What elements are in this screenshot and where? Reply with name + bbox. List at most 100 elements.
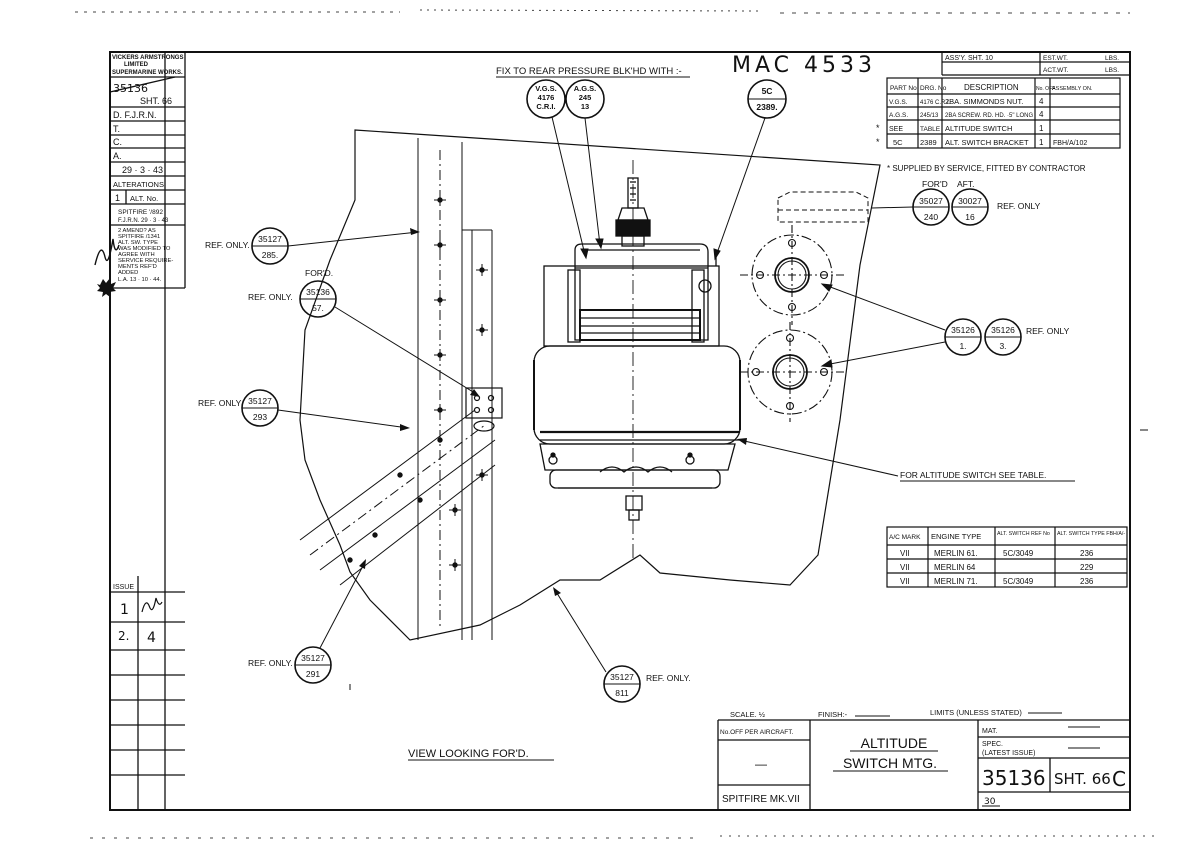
company-line-2: LIMITED [124,62,149,68]
engine-table: A/C MARK ENGINE TYPE ALT. SWITCH REF No … [886,526,1128,588]
balloon-35126-1: 35126 1. [944,318,982,356]
mount-holes [740,225,845,422]
svg-text:REF. ONLY.: REF. ONLY. [248,658,293,668]
parts-cell-mark: * [876,137,880,147]
engine-header: ALT. SWITCH TYPE FBH/A/- [1057,531,1125,537]
svg-text:REF. ONLY.: REF. ONLY. [205,240,250,250]
parts-cell: 2BA SCREW. RD. HD. ·5" LONG [945,113,1033,119]
spec-label: SPEC. [982,741,1003,748]
alterations-label: ALTERATIONS. [113,180,166,189]
svg-text:2389.: 2389. [756,102,777,112]
left-row-dfjrn: D. F.J.R.N. [113,110,157,120]
ref-only-note-ford-aft: REF. ONLY [997,201,1041,211]
issue-1-initials [141,597,163,613]
parts-cell: A.G.S. [889,112,908,119]
parts-cell: SEE [889,126,903,133]
ref-only-plate [777,191,869,223]
engine-header: ENGINE TYPE [931,532,981,541]
svg-text:35127: 35127 [301,653,325,663]
bottom-drawing-no: 35136 [982,766,1046,790]
small-bracket [465,387,503,432]
assy-sheet: ASS'Y. SHT. 10 [945,55,993,62]
left-sheet: SHT. 66 [140,96,172,106]
left-title-text: VICKERS ARMSTRONGS LIMITED SUPERMARINE W… [112,55,183,76]
issue-label: ISSUE [113,584,134,591]
aft-label: AFT. [957,179,974,189]
alt-note-2-line: ADDED [118,270,138,276]
engine-cell: 236 [1080,577,1094,586]
parts-cell: ALTITUDE SWITCH [945,124,1012,133]
svg-text:REF. ONLY: REF. ONLY [198,398,242,408]
svg-text:245: 245 [579,93,592,102]
parts-cell: 1 [1039,124,1044,133]
left-row-a: A. [113,151,122,161]
leaders-top [551,116,766,261]
parts-cell: 245/13 [920,113,939,119]
ref-only-note-35126: REF. ONLY [1026,326,1070,336]
maple-leaf-stamp [97,278,116,297]
svg-text:240: 240 [924,212,938,222]
balloon-30027-16: 30027 16 [951,188,989,226]
view-label: VIEW LOOKING FOR'D. [408,748,529,760]
alt-note-2-line: AGREE WITH [118,252,155,258]
left-drawing-no: 35136 [113,82,148,95]
ref-35127-293: REF. ONLY 35127 293 [198,389,410,431]
aircraft-label: SPITFIRE MK.VII [722,794,800,805]
drawing-title-2: SWITCH MTG. [843,755,937,771]
leaders-35126 [820,283,946,368]
bulkhead-outline [299,129,881,641]
est-lbs: LBS. [1105,55,1119,62]
sheet-border [109,51,1131,811]
engine-cell: 229 [1080,563,1094,572]
revision-suffix: C [1112,767,1126,791]
parts-cell: 2389 [920,138,937,147]
balloon-5c-2389: 5C 2389. [747,79,787,119]
top-note: FIX TO REAR PRESSURE BLK'HD WITH :- [496,66,682,77]
balloon-vgs-4176: V.G.S. 4176 C.R.I. [526,79,566,119]
balloon-ags-245: A.G.S. 245 13 [565,79,605,119]
svg-text:285.: 285. [262,250,279,260]
limits-label: LIMITS (UNLESS STATED) [930,708,1022,717]
parts-cell: FBH/A/102 [1053,140,1087,147]
parts-header-part: PART No [890,85,917,92]
svg-text:V.G.S.: V.G.S. [535,84,556,93]
issue-1-num: 1 [120,602,129,618]
diagonal-member [299,409,496,586]
mat-label: MAT. [982,728,997,735]
ref-35127-285: REF. ONLY. 35127 285. [205,227,420,265]
left-title-block [109,52,186,810]
parts-header-assy: ASSEMBLY ON. [1052,86,1093,92]
alt-note-2: 2 AMEND? AS SPITFIRE /1341 ALT. SW. TYPE… [118,228,173,283]
handwritten-ref: MAC 4533 [732,53,876,78]
leader-ford-aft [871,206,914,209]
svg-text:5C: 5C [762,86,773,96]
left-date: 29 · 3 · 43 [122,165,163,175]
company-line-1: VICKERS ARMSTRONGS [112,55,183,61]
svg-text:57.: 57. [312,303,324,313]
alt-note-1-a: SPITFIRE '/892 [118,209,163,216]
leader-alt-switch-arrow [737,438,747,445]
svg-text:293: 293 [253,412,267,422]
act-wt: ACT.WT. [1043,67,1068,74]
svg-text:FOR'D.: FOR'D. [305,268,333,278]
parts-cell: 2BA. SIMMONDS NUT. [945,97,1023,106]
parts-cell: TABLE [920,126,941,133]
engine-cell: 5C/3049 [1003,577,1034,586]
parts-cell: ALT. SWITCH BRACKET [945,138,1029,147]
engine-cell: MERLIN 61. [934,549,978,558]
drawing-title-1: ALTITUDE [861,735,928,751]
left-row-t: T. [113,124,120,134]
alt-note-2-line: ALT. SW. TYPE [118,240,158,246]
engine-cell: MERLIN 64 [934,563,976,572]
ford-label: FOR'D [922,179,948,189]
issue-2-val: 4 [147,630,156,646]
parts-cell: V.G.S. [889,99,908,106]
margin-ticks [349,429,1148,690]
parts-cell: 1 [1039,138,1044,147]
engine-header: A/C MARK [889,534,921,541]
no-off-value: — [755,757,767,771]
ref-35136-57: FOR'D. REF. ONLY. 35136 57. [248,268,480,397]
balloon-35027-240: 35027 240 [912,188,950,226]
alt-note-2-line: L.A. 13 · 10 · 44. [118,277,162,283]
